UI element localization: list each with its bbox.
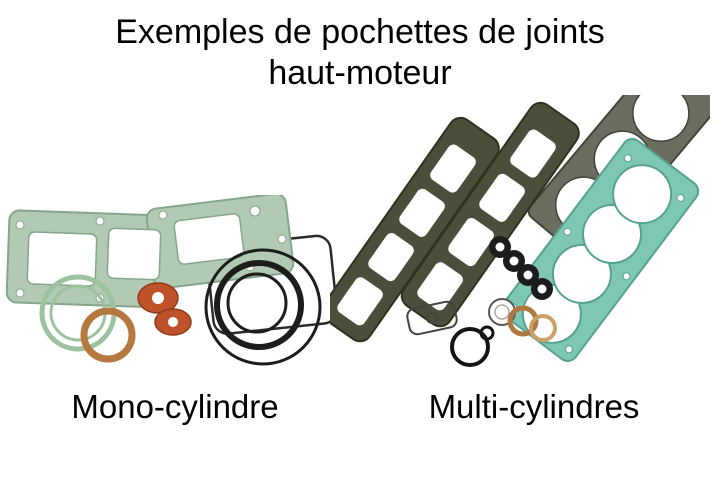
valve-stem-seals: [489, 236, 553, 300]
multi-cylinder-kit-image: [330, 95, 710, 367]
teal-head-gasket: [500, 138, 700, 362]
title-line-1: Exemples de pochettes de joints: [115, 13, 605, 51]
valve-cover-gasket-1: [330, 116, 500, 343]
caption-mono-cylindre: Mono-cylindre: [71, 388, 279, 425]
caption-multi-cylindres: Multi-cylindres: [428, 388, 640, 425]
valve-cover-gasket-2: [400, 101, 580, 328]
washer-rings: [488, 298, 557, 342]
page-title: Exemples de pochettes de joints haut-mot…: [0, 12, 720, 95]
green-base-gasket: [5, 195, 295, 309]
orange-exhaust-gaskets: [137, 282, 192, 336]
title-line-2: haut-moteur: [268, 54, 452, 93]
mono-cylinder-kit-image: [5, 195, 339, 366]
black-o-rings: [204, 248, 322, 366]
small-carb-gasket: [406, 300, 458, 336]
copper-washer: [80, 307, 136, 363]
small-black-o-ring: [450, 325, 495, 367]
